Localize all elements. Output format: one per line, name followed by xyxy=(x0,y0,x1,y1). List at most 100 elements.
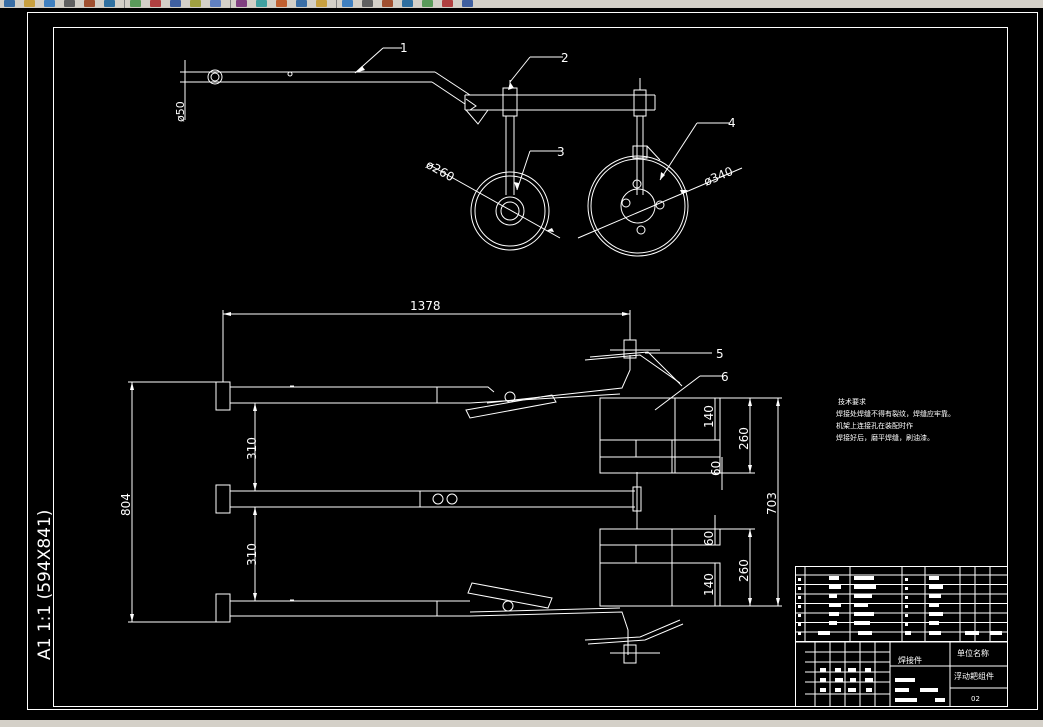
title-block-text-mark xyxy=(920,688,938,692)
title-block-text-mark xyxy=(905,596,908,599)
title-block-text-mark xyxy=(854,576,874,580)
title-block-text-mark xyxy=(848,688,856,692)
title-block-text-mark xyxy=(829,612,839,616)
cad-statusbar xyxy=(0,720,1043,727)
properties-icon[interactable] xyxy=(256,0,267,7)
dim-spacing-upper: 310 xyxy=(245,437,259,460)
dim-large-wheel: ø340 xyxy=(702,164,735,189)
title-block-text-mark xyxy=(929,631,941,635)
title-block-text-mark xyxy=(929,612,943,616)
color-swatch-icon[interactable] xyxy=(422,0,433,7)
dim-block-140-lower: 140 xyxy=(702,573,716,596)
title-block-text-mark xyxy=(854,621,870,625)
tech-note-line-3: 焊接好后，磨平焊缝，刷油漆。 xyxy=(836,433,934,442)
dim-spacing-lower: 310 xyxy=(245,543,259,566)
save-icon[interactable] xyxy=(44,0,55,7)
toolbar-separator xyxy=(336,0,337,8)
dim-overall-length: 1378 xyxy=(410,299,441,313)
title-block-text-mark xyxy=(905,631,911,635)
leader-lines-plan xyxy=(645,352,722,411)
title-block-text-mark xyxy=(848,668,856,672)
dim-block-60-upper: 60 xyxy=(709,461,723,476)
sheet-inner-border xyxy=(53,27,1008,707)
bulb-icon[interactable] xyxy=(362,0,373,7)
title-block-text-mark xyxy=(990,631,1002,635)
dim-block-total: 703 xyxy=(765,492,779,515)
title-block-text-mark xyxy=(865,678,873,682)
title-assembly-name: 浮动耙组件 xyxy=(954,671,994,681)
title-block-text-mark xyxy=(850,678,856,682)
title-block-text-mark xyxy=(854,603,868,607)
title-block-text-mark xyxy=(866,688,872,692)
toolbar-separator xyxy=(230,0,231,8)
title-block-text-mark xyxy=(829,621,837,625)
tech-note-line-1: 焊接处焊缝不得有裂纹，焊缝应牢靠。 xyxy=(836,409,955,418)
balloon-6: 6 xyxy=(721,370,729,384)
title-block-text-mark xyxy=(835,668,841,672)
balloon-2: 2 xyxy=(561,51,569,65)
dimension-arrows xyxy=(130,66,780,622)
new-file-icon[interactable] xyxy=(4,0,15,7)
layer-state-icon[interactable] xyxy=(342,0,353,7)
layer-icon[interactable] xyxy=(276,0,287,7)
title-block-text-mark xyxy=(829,594,837,598)
layer-manager-icon[interactable] xyxy=(442,0,453,7)
cad-toolbar xyxy=(0,0,1043,8)
undo-icon[interactable] xyxy=(84,0,95,7)
title-block-text-mark xyxy=(820,688,826,692)
table-icon[interactable] xyxy=(296,0,307,7)
pan-icon[interactable] xyxy=(130,0,141,7)
title-block-text-mark xyxy=(835,678,843,682)
title-block xyxy=(795,566,1008,707)
title-block-text-mark xyxy=(935,698,945,702)
toolbar-separator xyxy=(124,0,125,8)
title-block-text-mark xyxy=(905,587,908,590)
title-block-text-mark xyxy=(905,578,908,581)
title-block-text-mark xyxy=(858,631,872,635)
match-prop-icon[interactable] xyxy=(462,0,473,7)
help-icon[interactable] xyxy=(316,0,327,7)
title-part-name: 焊接件 xyxy=(898,655,922,665)
title-company: 单位名称 xyxy=(957,648,989,658)
title-block-text-mark xyxy=(798,605,801,608)
zoom-window-icon[interactable] xyxy=(170,0,181,7)
title-block-text-mark xyxy=(854,594,872,598)
balloon-1: 1 xyxy=(400,41,408,55)
dimension-lines xyxy=(128,310,782,623)
lock-icon[interactable] xyxy=(402,0,413,7)
leader-lines-side xyxy=(354,47,730,191)
title-block-text-mark xyxy=(829,603,841,607)
title-block-text-mark xyxy=(818,631,830,635)
text-style-icon[interactable] xyxy=(236,0,247,7)
sheet-format-label: A1 1:1 (594X841) xyxy=(35,510,55,660)
side-view xyxy=(180,60,743,257)
title-block-text-mark xyxy=(798,596,801,599)
redo-icon[interactable] xyxy=(104,0,115,7)
title-block-text-mark xyxy=(965,631,979,635)
sun-icon[interactable] xyxy=(382,0,393,7)
title-block-text-mark xyxy=(905,614,908,617)
title-block-text-mark xyxy=(854,585,876,589)
zoom-realtime-icon[interactable] xyxy=(150,0,161,7)
zoom-previous-icon[interactable] xyxy=(190,0,201,7)
balloon-4: 4 xyxy=(728,116,736,130)
cad-drawing-canvas[interactable]: A1 1:1 (594X841) 1 2 3 4 5 6 ø50 ø260 ø3… xyxy=(0,8,1043,720)
print-icon[interactable] xyxy=(64,0,75,7)
zoom-extents-icon[interactable] xyxy=(210,0,221,7)
balloon-3: 3 xyxy=(557,145,565,159)
title-block-text-mark xyxy=(895,698,917,702)
title-block-text-mark xyxy=(798,632,801,635)
title-block-text-mark xyxy=(798,578,801,581)
title-block-text-mark xyxy=(835,688,841,692)
title-block-text-mark xyxy=(929,585,943,589)
title-block-text-mark xyxy=(829,576,839,580)
title-block-text-mark xyxy=(895,688,909,692)
title-drawing-no: 02 xyxy=(971,695,980,703)
open-file-icon[interactable] xyxy=(24,0,35,7)
tech-notes-heading: 技术要求 xyxy=(838,397,866,406)
title-block-text-mark xyxy=(798,623,801,626)
title-block-text-mark xyxy=(820,678,826,682)
title-block-text-mark xyxy=(905,605,908,608)
title-block-small-text xyxy=(798,576,1002,702)
balloon-5: 5 xyxy=(716,347,724,361)
